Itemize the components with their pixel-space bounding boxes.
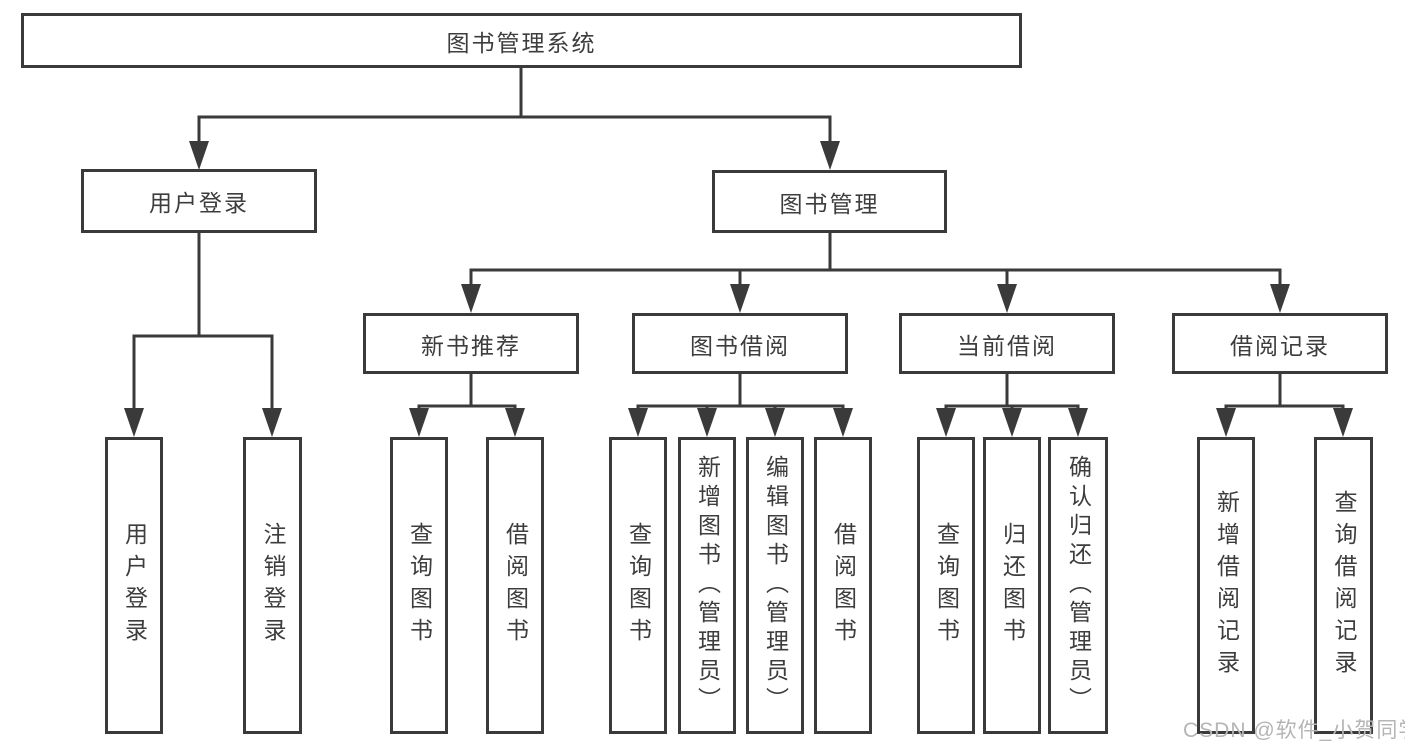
leaf-confirm-return-admin: 确认归还（管理员）: [1048, 437, 1108, 734]
node-book-borrow-label: 图书借阅: [690, 332, 790, 359]
leaf-edit-book-admin: 编辑图书（管理员）: [746, 437, 804, 734]
node-borrow-record-label: 借阅记录: [1230, 332, 1330, 359]
arrow-down-icon: [1333, 408, 1353, 437]
arrow-down-icon: [409, 408, 429, 437]
node-new-book-recommend: 新书推荐: [363, 313, 579, 374]
leaf-add-book-admin-label: 新增图书（管理员）: [694, 455, 721, 716]
leaf-add-book-admin: 新增图书（管理员）: [678, 437, 736, 734]
leaf-query-books-recommend-label: 查询图书: [406, 521, 433, 650]
arrow-down-icon: [936, 408, 956, 437]
node-library-system: 图书管理系统: [21, 13, 1022, 68]
arrow-down-icon: [820, 141, 840, 170]
leaf-confirm-return-admin-label: 确认归还（管理员）: [1065, 455, 1092, 716]
tree-connector-path: [132, 66, 1345, 432]
node-new-book-recommend-label: 新书推荐: [421, 332, 521, 359]
node-current-borrow-label: 当前借阅: [957, 332, 1057, 359]
arrowheads: [124, 141, 1353, 437]
arrow-down-icon: [765, 408, 785, 437]
arrow-down-icon: [697, 408, 717, 437]
node-user-login-group-label: 用户登录: [149, 190, 249, 216]
leaf-query-books-current: 查询图书: [917, 437, 975, 734]
node-book-management-label: 图书管理: [779, 190, 880, 217]
leaf-add-borrow-record-label: 新增借阅记录: [1213, 489, 1240, 682]
leaf-borrow-books-label: 借阅图书: [830, 521, 857, 650]
leaf-user-login: 用户登录: [105, 437, 163, 734]
arrow-down-icon: [1002, 408, 1022, 437]
leaf-query-books-borrow: 查询图书: [609, 437, 667, 734]
node-library-system-label: 图书管理系统: [446, 29, 597, 56]
arrow-down-icon: [997, 284, 1017, 313]
arrow-down-icon: [124, 408, 144, 437]
leaf-query-books-recommend: 查询图书: [390, 437, 448, 734]
arrow-down-icon: [628, 408, 648, 437]
leaf-add-borrow-record: 新增借阅记录: [1197, 437, 1255, 734]
leaf-query-books-current-label: 查询图书: [933, 521, 960, 650]
arrow-down-icon: [461, 284, 481, 313]
node-book-management: 图书管理: [712, 170, 947, 233]
arrow-down-icon: [1270, 284, 1290, 313]
arrow-down-icon: [262, 408, 282, 437]
arrow-down-icon: [1216, 408, 1236, 437]
arrow-down-icon: [833, 408, 853, 437]
leaf-logout-label: 注销登录: [260, 521, 286, 650]
arrow-down-icon: [189, 141, 209, 170]
csdn-watermark: CSDN @软件_小贺同学: [1183, 719, 1405, 742]
arrow-down-icon: [1068, 408, 1088, 437]
node-borrow-record: 借阅记录: [1172, 313, 1388, 374]
leaf-borrow-books-recommend-label: 借阅图书: [502, 521, 529, 650]
node-user-login-group: 用户登录: [81, 169, 317, 233]
arrow-down-icon: [730, 284, 750, 313]
leaf-query-borrow-record: 查询借阅记录: [1314, 437, 1373, 734]
leaf-query-borrow-record-label: 查询借阅记录: [1331, 489, 1357, 682]
leaf-borrow-books: 借阅图书: [814, 437, 872, 734]
leaf-borrow-books-recommend: 借阅图书: [486, 437, 544, 734]
node-book-borrow: 图书借阅: [632, 313, 848, 374]
node-current-borrow: 当前借阅: [899, 313, 1115, 374]
leaf-query-books-borrow-label: 查询图书: [625, 521, 652, 650]
leaf-logout: 注销登录: [243, 437, 302, 734]
leaf-user-login-label: 用户登录: [121, 521, 148, 650]
arrow-down-icon: [505, 408, 525, 437]
leaf-return-book: 归还图书: [983, 437, 1041, 734]
leaf-return-book-label: 归还图书: [999, 521, 1026, 650]
leaf-edit-book-admin-label: 编辑图书（管理员）: [762, 455, 789, 716]
